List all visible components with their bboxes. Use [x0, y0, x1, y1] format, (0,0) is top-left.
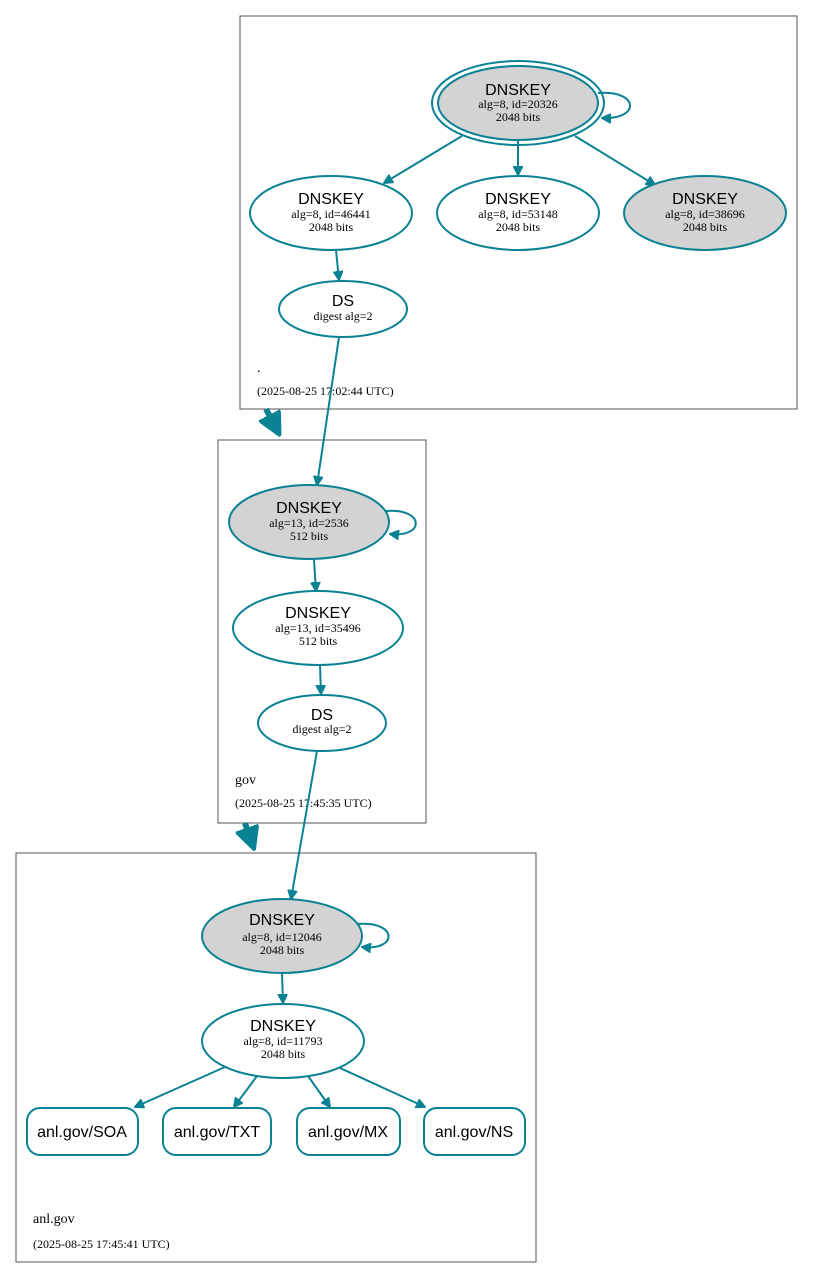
- record-ns[interactable]: anl.gov/NS: [423, 1107, 526, 1156]
- edge-anl-ksk-zsk: [282, 972, 283, 1003]
- node-key-info: alg=8, id=46441: [291, 207, 371, 221]
- edge-root-ksk-ksk2: [574, 135, 655, 185]
- edge-anl-zsk-soa: [135, 1066, 226, 1107]
- node-gov-ksk[interactable]: DNSKEY alg=13, id=2536 512 bits: [228, 484, 390, 560]
- node-key-info: alg=8, id=20326: [478, 97, 558, 111]
- zone-gov-timestamp: (2025-08-25 17:45:35 UTC): [235, 796, 372, 810]
- node-ellipse: [201, 898, 363, 974]
- edge-anl-zsk-mx: [307, 1075, 330, 1107]
- node-ellipse: [278, 280, 408, 338]
- node-key-info: alg=13, id=35496: [275, 621, 361, 635]
- node-ellipse: [436, 175, 600, 251]
- node-title: DNSKEY: [485, 82, 551, 99]
- node-title: DNSKEY: [485, 191, 551, 208]
- node-key-info: alg=8, id=12046: [242, 930, 322, 944]
- node-root-ksk2[interactable]: DNSKEY alg=8, id=38696 2048 bits: [623, 175, 787, 251]
- node-title: DNSKEY: [249, 912, 315, 929]
- record-soa[interactable]: anl.gov/SOA: [26, 1107, 139, 1156]
- delegation-arrow-root-gov: [266, 407, 278, 432]
- edge-anl-zsk-ns: [339, 1067, 425, 1107]
- node-key-size: 2048 bits: [260, 943, 305, 957]
- self-signature-gov-ksk: [385, 509, 417, 535]
- node-key-info: alg=8, id=11793: [243, 1034, 322, 1048]
- edges: [135, 91, 655, 1107]
- record-box: [162, 1107, 272, 1156]
- node-root-ds[interactable]: DS digest alg=2: [278, 280, 408, 338]
- record-box: [26, 1107, 139, 1156]
- node-key-size: 512 bits: [299, 634, 338, 648]
- edge-anl-zsk-txt: [234, 1075, 258, 1107]
- node-title: DS: [332, 293, 354, 310]
- node-digest-info: digest alg=2: [292, 722, 351, 736]
- zone-gov-name: gov: [235, 773, 256, 788]
- edge-gov-zsk-ds: [320, 664, 321, 694]
- node-root-zsk2[interactable]: DNSKEY alg=8, id=53148 2048 bits: [436, 175, 600, 251]
- node-anl-zsk[interactable]: DNSKEY alg=8, id=11793 2048 bits: [201, 1003, 365, 1079]
- node-title: DNSKEY: [298, 191, 364, 208]
- record-box: [296, 1107, 401, 1156]
- record-label: anl.gov/SOA: [37, 1124, 127, 1141]
- node-ellipse: [257, 694, 387, 752]
- edge-root-zsk1-ds: [336, 249, 339, 280]
- record-mx[interactable]: anl.gov/MX: [296, 1107, 401, 1156]
- record-label: anl.gov/TXT: [174, 1124, 260, 1141]
- node-key-info: alg=13, id=2536: [269, 516, 349, 530]
- node-key-size: 2048 bits: [496, 220, 541, 234]
- edge-root-ds-gov-ksk: [317, 336, 340, 485]
- node-key-size: 2048 bits: [309, 220, 354, 234]
- edge-root-ksk-zsk1: [384, 135, 463, 183]
- node-ellipse: [437, 65, 599, 141]
- node-key-info: alg=8, id=53148: [478, 207, 558, 221]
- node-ellipse: [249, 175, 413, 251]
- record-label: anl.gov/NS: [435, 1124, 513, 1141]
- node-root-zsk1[interactable]: DNSKEY alg=8, id=46441 2048 bits: [249, 175, 413, 251]
- node-title: DNSKEY: [250, 1018, 316, 1035]
- node-ellipse: [232, 590, 404, 666]
- zone-anl-name: anl.gov: [33, 1212, 75, 1227]
- record-label: anl.gov/MX: [308, 1124, 388, 1141]
- zone-anl-timestamp: (2025-08-25 17:45:41 UTC): [33, 1237, 170, 1251]
- node-key-size: 2048 bits: [261, 1047, 306, 1061]
- zone-root-name: .: [257, 361, 261, 376]
- node-gov-ds[interactable]: DS digest alg=2: [257, 694, 387, 752]
- delegation-arrow-gov-anl: [245, 822, 253, 846]
- node-outer-ring: [431, 60, 605, 146]
- node-key-size: 2048 bits: [683, 220, 728, 234]
- node-digest-info: digest alg=2: [313, 309, 372, 323]
- self-signature-anl-ksk: [357, 922, 390, 948]
- edge-gov-ksk-zsk: [314, 559, 316, 591]
- node-ellipse: [623, 175, 787, 251]
- node-gov-zsk[interactable]: DNSKEY alg=13, id=35496 512 bits: [232, 590, 404, 666]
- node-ellipse: [201, 1003, 365, 1079]
- node-anl-ksk[interactable]: DNSKEY alg=8, id=12046 2048 bits: [201, 898, 363, 974]
- node-key-info: alg=8, id=38696: [665, 207, 745, 221]
- record-box: [423, 1107, 526, 1156]
- edge-gov-ds-anl-ksk: [291, 750, 318, 899]
- zone-root-timestamp: (2025-08-25 17:02:44 UTC): [257, 384, 394, 398]
- node-key-size: 2048 bits: [496, 110, 541, 124]
- node-root-ksk[interactable]: DNSKEY alg=8, id=20326 2048 bits: [431, 60, 605, 146]
- node-title: DNSKEY: [672, 191, 738, 208]
- record-txt[interactable]: anl.gov/TXT: [162, 1107, 272, 1156]
- node-title: DNSKEY: [276, 500, 342, 517]
- node-title: DS: [311, 707, 333, 724]
- node-ellipse: [228, 484, 390, 560]
- self-signature-root-ksk: [597, 91, 631, 118]
- node-title: DNSKEY: [285, 605, 351, 622]
- node-key-size: 512 bits: [290, 529, 329, 543]
